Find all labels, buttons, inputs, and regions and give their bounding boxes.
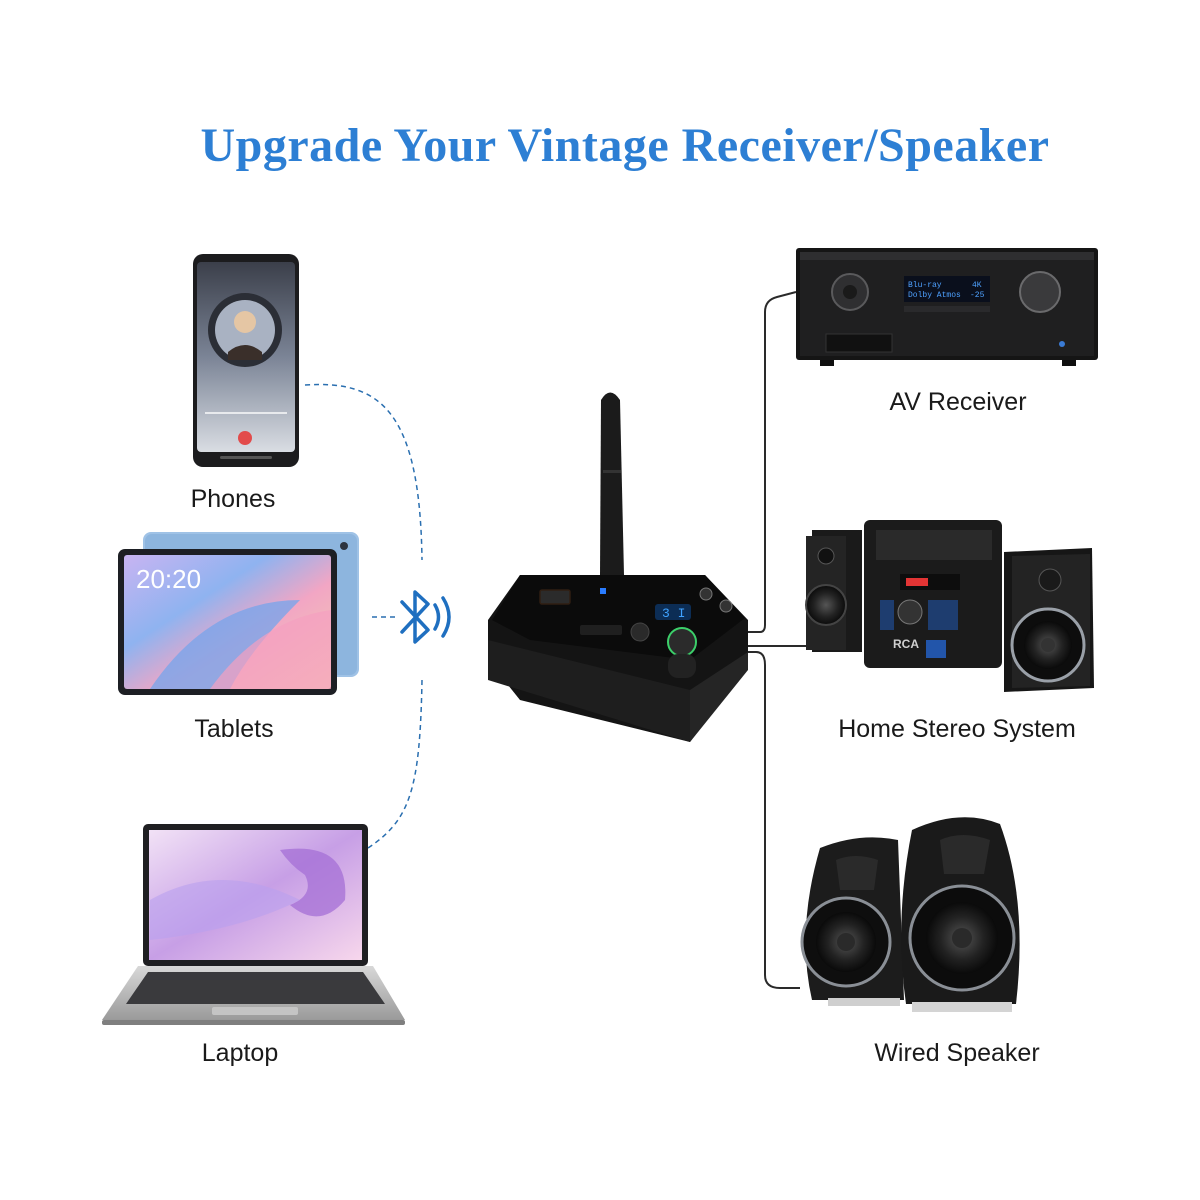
receiver-display-line1: Blu-ray: [908, 281, 942, 290]
source-label-tablets: Tablets: [194, 715, 274, 743]
source-label-phones: Phones: [190, 485, 276, 513]
receiver-display-line2: Dolby Atmos: [908, 291, 961, 300]
phone-device: [193, 254, 299, 467]
output-label-wired-speaker: Wired Speaker: [874, 1039, 1040, 1067]
source-label-laptop: Laptop: [201, 1039, 279, 1067]
page-title: Upgrade Your Vintage Receiver/Speaker: [200, 119, 1050, 172]
stereo-brand: RCA: [893, 637, 919, 651]
av-receiver-device: Blu-ray Dolby Atmos 4K -25: [796, 248, 1098, 366]
output-label-av-receiver: AV Receiver: [889, 388, 1027, 416]
wireless-links: [304, 383, 423, 849]
svg-text:3 I: 3 I: [662, 606, 685, 621]
wired-speaker-device: [800, 817, 1020, 1012]
home-stereo-device: RCA: [805, 520, 1094, 692]
bluetooth-icon: [400, 590, 451, 644]
tablet-device: 20:20: [118, 532, 359, 695]
output-label-home-stereo: Home Stereo System: [838, 715, 1076, 743]
receiver-display-r1: 4K: [972, 281, 982, 290]
bluetooth-receiver-device: 3 I: [488, 392, 748, 742]
laptop-device: [102, 824, 405, 1025]
tablet-clock: 20:20: [136, 564, 201, 594]
receiver-display-r2: -25: [970, 291, 985, 300]
